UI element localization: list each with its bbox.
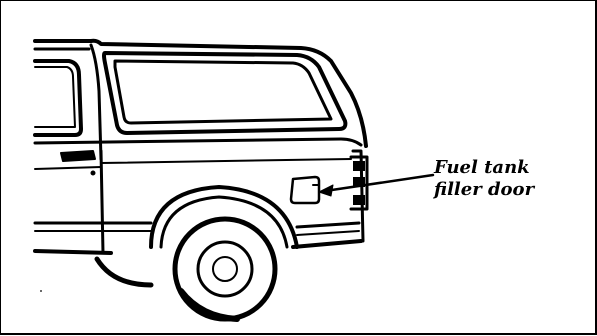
body-crease <box>101 159 351 163</box>
wheel-hub <box>213 257 237 281</box>
fuel-filler-door <box>291 177 319 203</box>
fuel-tank-filler-door-label: Fuel tank filler door <box>434 157 594 201</box>
belt-line <box>35 139 361 145</box>
rear-quarter-window-inner <box>115 61 331 123</box>
front-tire-partial <box>97 259 151 285</box>
callout-leader-line <box>325 175 433 191</box>
lower-trim-rear-1 <box>297 223 359 227</box>
door-bolt <box>91 171 95 175</box>
tail-light-lens-3 <box>353 195 365 205</box>
door-seam <box>101 151 103 253</box>
callout-line-2: filler door <box>434 179 594 201</box>
body-crease-lower <box>35 167 101 169</box>
front-window-inner <box>35 67 75 127</box>
callout-line-1: Fuel tank <box>434 157 594 179</box>
rocker-rear <box>293 241 361 247</box>
lower-trim-rear-2 <box>297 231 359 235</box>
callout-arrowhead <box>319 185 333 196</box>
rocker-front <box>35 251 111 253</box>
door-handle <box>61 151 95 161</box>
stray-dot <box>40 290 42 292</box>
tail-light-lens-1 <box>353 161 365 171</box>
wheel-rim <box>198 242 252 296</box>
